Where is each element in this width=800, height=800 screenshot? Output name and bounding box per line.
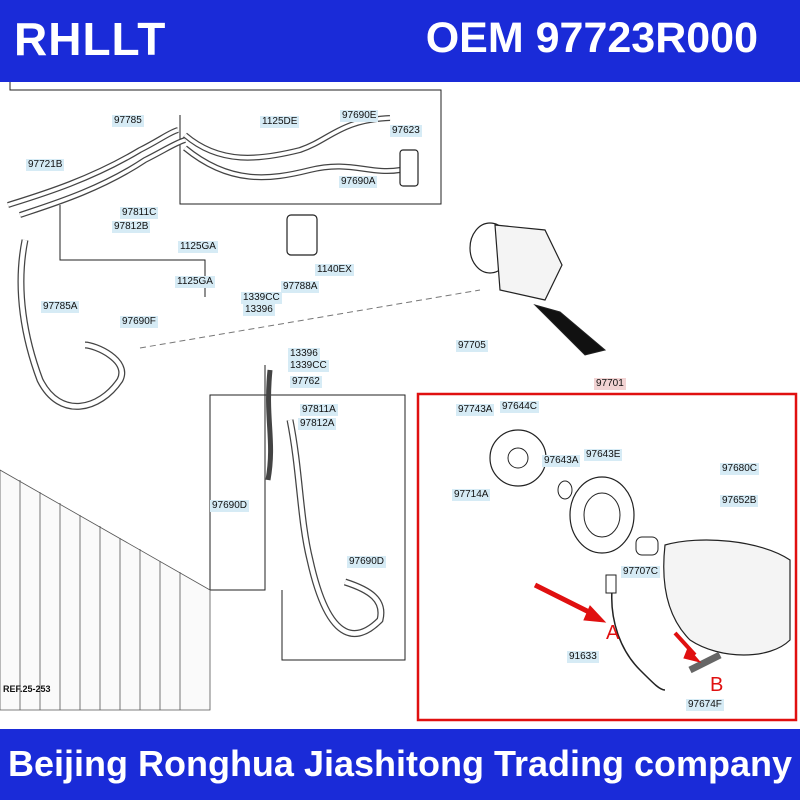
part-97811A: 97811A [300,404,338,416]
part-13396-middle: 13396 [288,348,320,360]
part-97690D-left: 97690D [210,500,250,512]
part-97812A: 97812A [298,418,337,430]
part-97643A: 97643A [542,455,581,467]
part-97690A: 97690A [339,176,378,188]
company-name: Beijing Ronghua Jiashitong Trading compa… [7,743,793,784]
part-1339CC-middle: 1339CC [288,360,329,372]
marker-a: A [606,622,620,644]
part-97643E: 97643E [584,449,623,461]
part-97788A: 97788A [281,281,320,293]
part-97762: 97762 [290,376,322,388]
part-97785A: 97785A [41,301,80,313]
part-1125DE: 1125DE [260,116,300,128]
part-97652B: 97652B [720,495,759,507]
upper-assembly-frame [9,82,442,205]
part-97812B: 97812B [112,221,151,233]
brand-name: RHLLT [14,13,167,65]
top-banner: RHLLT OEM 97723R000 [0,0,800,82]
part-97644C: 97644C [500,401,540,413]
marker-b: B [710,674,724,696]
part-97743A: 97743A [456,404,495,416]
part-1125GA-lower: 1125GA [175,276,215,288]
part-1125GA-upper: 1125GA [178,241,218,253]
part-97690F: 97690F [120,316,158,328]
part-97623: 97623 [390,125,422,137]
oem-number: OEM 97723R000 [425,14,758,62]
part-13396-upper: 13396 [243,304,275,316]
part-97680C: 97680C [720,463,760,475]
part-97811C: 97811C [120,207,159,219]
part-97674F: 97674F [686,699,724,711]
part-1339CC-upper: 1339CC [241,292,282,304]
part-97690E: 97690E [340,110,379,122]
part-97690D-right: 97690D [347,556,387,568]
bottom-banner: Beijing Ronghua Jiashitong Trading compa… [0,729,800,800]
part-97701: 97701 [594,378,626,390]
part-97707C: 97707C [621,566,661,578]
part-97705: 97705 [456,340,488,352]
highlight-box [416,392,798,722]
part-91633: 91633 [567,651,599,663]
part-97785: 97785 [112,115,144,127]
reference-label: REF.25-253 [3,684,51,694]
part-97714A: 97714A [452,489,491,501]
part-97721B: 97721B [26,159,65,171]
part-1140EX: 1140EX [315,264,354,276]
